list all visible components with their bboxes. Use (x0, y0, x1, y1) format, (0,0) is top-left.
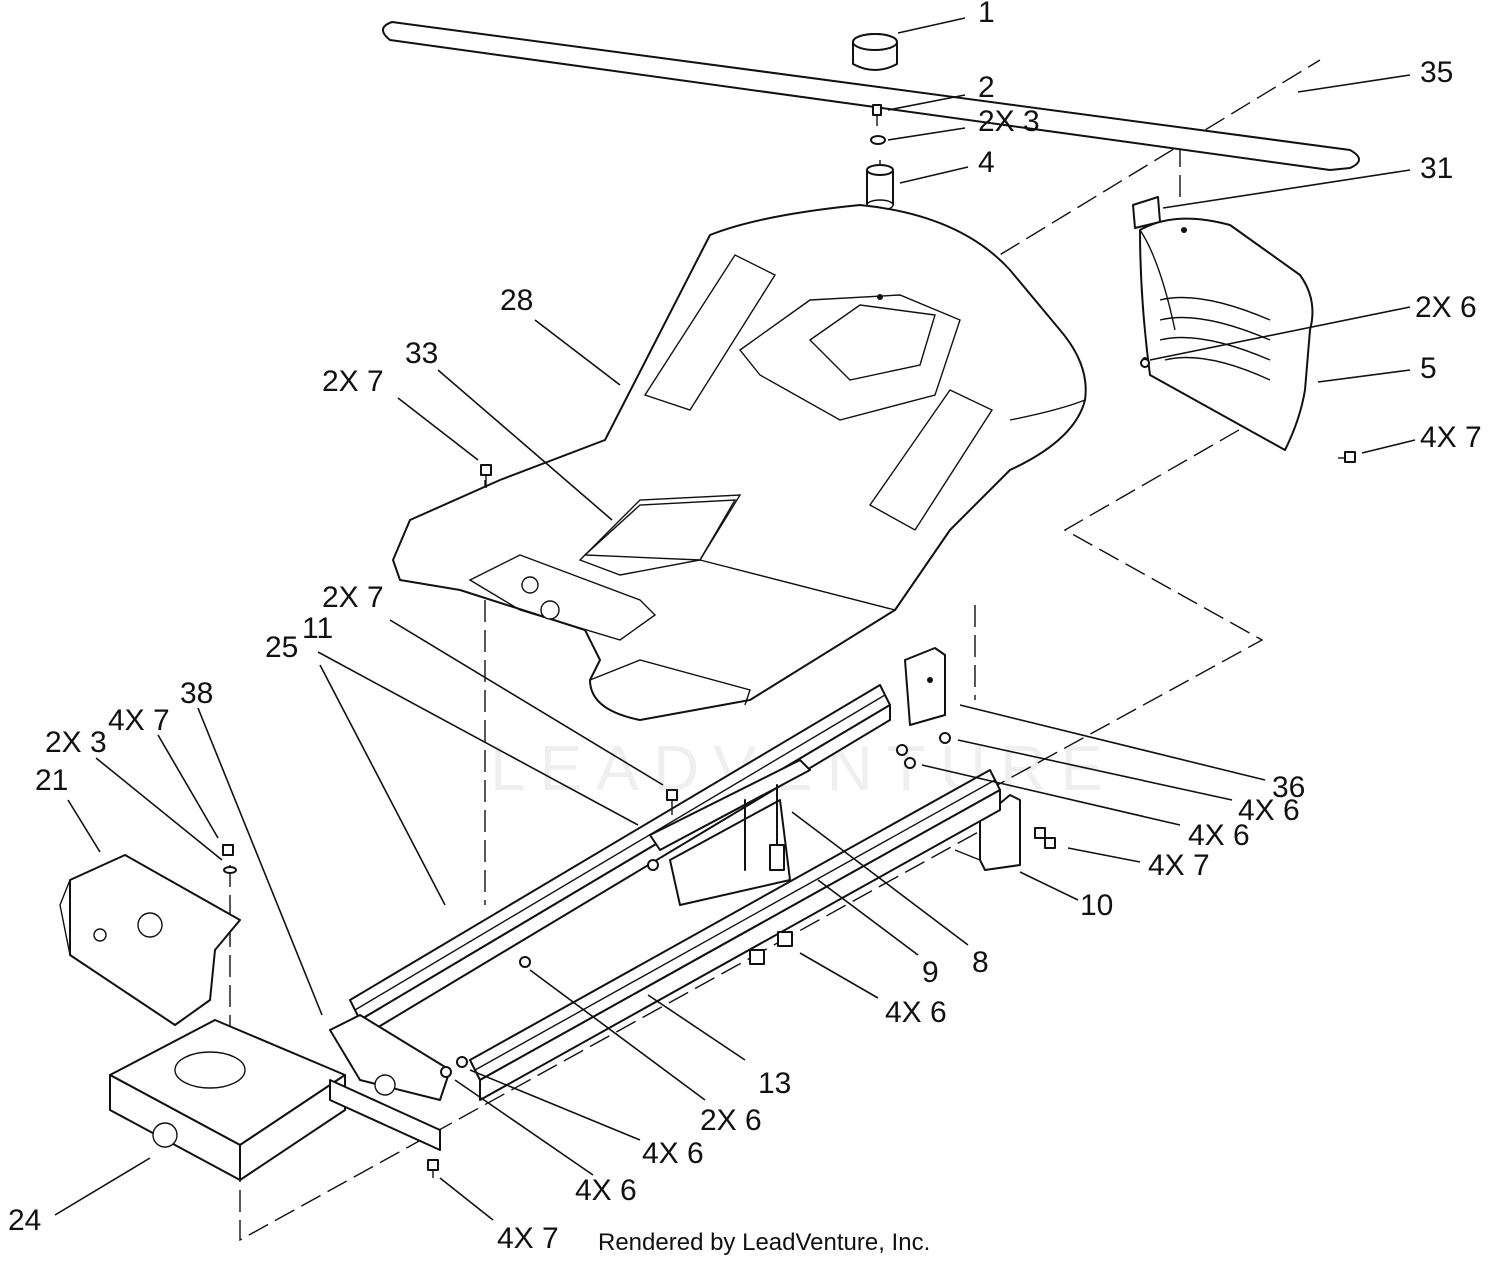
part-35-decal-strip (382, 21, 1360, 171)
callout-33: 33 (405, 337, 438, 370)
callout-31: 31 (1420, 152, 1453, 185)
callout-9: 9 (922, 956, 939, 989)
callout-8: 8 (972, 946, 989, 979)
callout-7a: 4X 7 (1420, 421, 1482, 454)
part-11-cross-member (649, 759, 811, 906)
nut-6-rear (1140, 358, 1150, 368)
part-3-washer (870, 135, 886, 145)
callout-21: 21 (35, 764, 68, 797)
part-24-plate (109, 1019, 346, 1181)
render-credit: Rendered by LeadVenture, Inc. (598, 1229, 930, 1256)
callout-28: 28 (500, 284, 533, 317)
bolt-7-right (1034, 827, 1056, 849)
nut-6-front (440, 1056, 468, 1078)
callout-7e: 4X 7 (1148, 849, 1210, 882)
part-2-screw (872, 104, 882, 126)
part-33-floor-mat (583, 499, 737, 561)
callout-labels: 1 2 2X 3 4 35 31 2X 6 5 4X 7 28 33 2X 7 … (8, 0, 1482, 1255)
part-9-spacer (769, 844, 785, 871)
callout-25: 25 (265, 631, 298, 664)
callout-11: 11 (302, 612, 333, 645)
callout-2: 2 (978, 71, 995, 104)
callout-24: 24 (8, 1204, 41, 1237)
callout-6b: 4X 6 (1238, 794, 1300, 827)
callout-13: 13 (758, 1067, 791, 1100)
part-28-fender-seat-pan (392, 204, 1087, 721)
callout-38: 38 (180, 677, 213, 710)
callout-7d: 4X 7 (108, 704, 170, 737)
part-36-bracket (904, 647, 946, 726)
callout-6g: 4X 6 (575, 1174, 637, 1207)
leader-lines (54, 17, 1416, 1221)
part-38-bracket (329, 1014, 451, 1151)
callout-6d: 4X 6 (885, 996, 947, 1029)
callout-6e: 2X 6 (700, 1104, 762, 1137)
callout-35: 35 (1420, 56, 1453, 89)
bolt-7-front (222, 844, 237, 874)
callout-6c: 4X 6 (1188, 819, 1250, 852)
bolt-7-seat (480, 464, 492, 488)
part-4-spacer (866, 164, 894, 211)
callout-3: 2X 3 (978, 105, 1040, 138)
part-5-rear-cover (1139, 217, 1314, 451)
callout-7c: 2X 7 (322, 581, 384, 614)
bolt-7-rear (1338, 451, 1356, 463)
callout-1: 1 (978, 0, 995, 29)
callout-10: 10 (1080, 889, 1113, 922)
callout-7f: 4X 7 (497, 1222, 559, 1255)
fasteners (222, 358, 1356, 1178)
part-21-front-cover (59, 854, 241, 1026)
callout-4: 4 (978, 146, 995, 179)
callout-5: 5 (1420, 352, 1437, 385)
bolt-7-frame (666, 789, 678, 815)
callout-3b: 2X 3 (45, 726, 107, 759)
nut-6-lower (749, 931, 793, 965)
nut-6-frame (519, 859, 659, 968)
part-13-frame-rail (469, 769, 1001, 1101)
callout-7b: 2X 7 (322, 365, 384, 398)
bolt-7-bottom (427, 1159, 439, 1178)
callout-6a: 2X 6 (1415, 291, 1477, 324)
part-8-stud (744, 784, 778, 871)
part-1-knob (852, 33, 898, 71)
nut-6-right (896, 732, 951, 769)
callout-36: 36 (1272, 771, 1305, 804)
callout-6f: 4X 6 (642, 1137, 704, 1170)
